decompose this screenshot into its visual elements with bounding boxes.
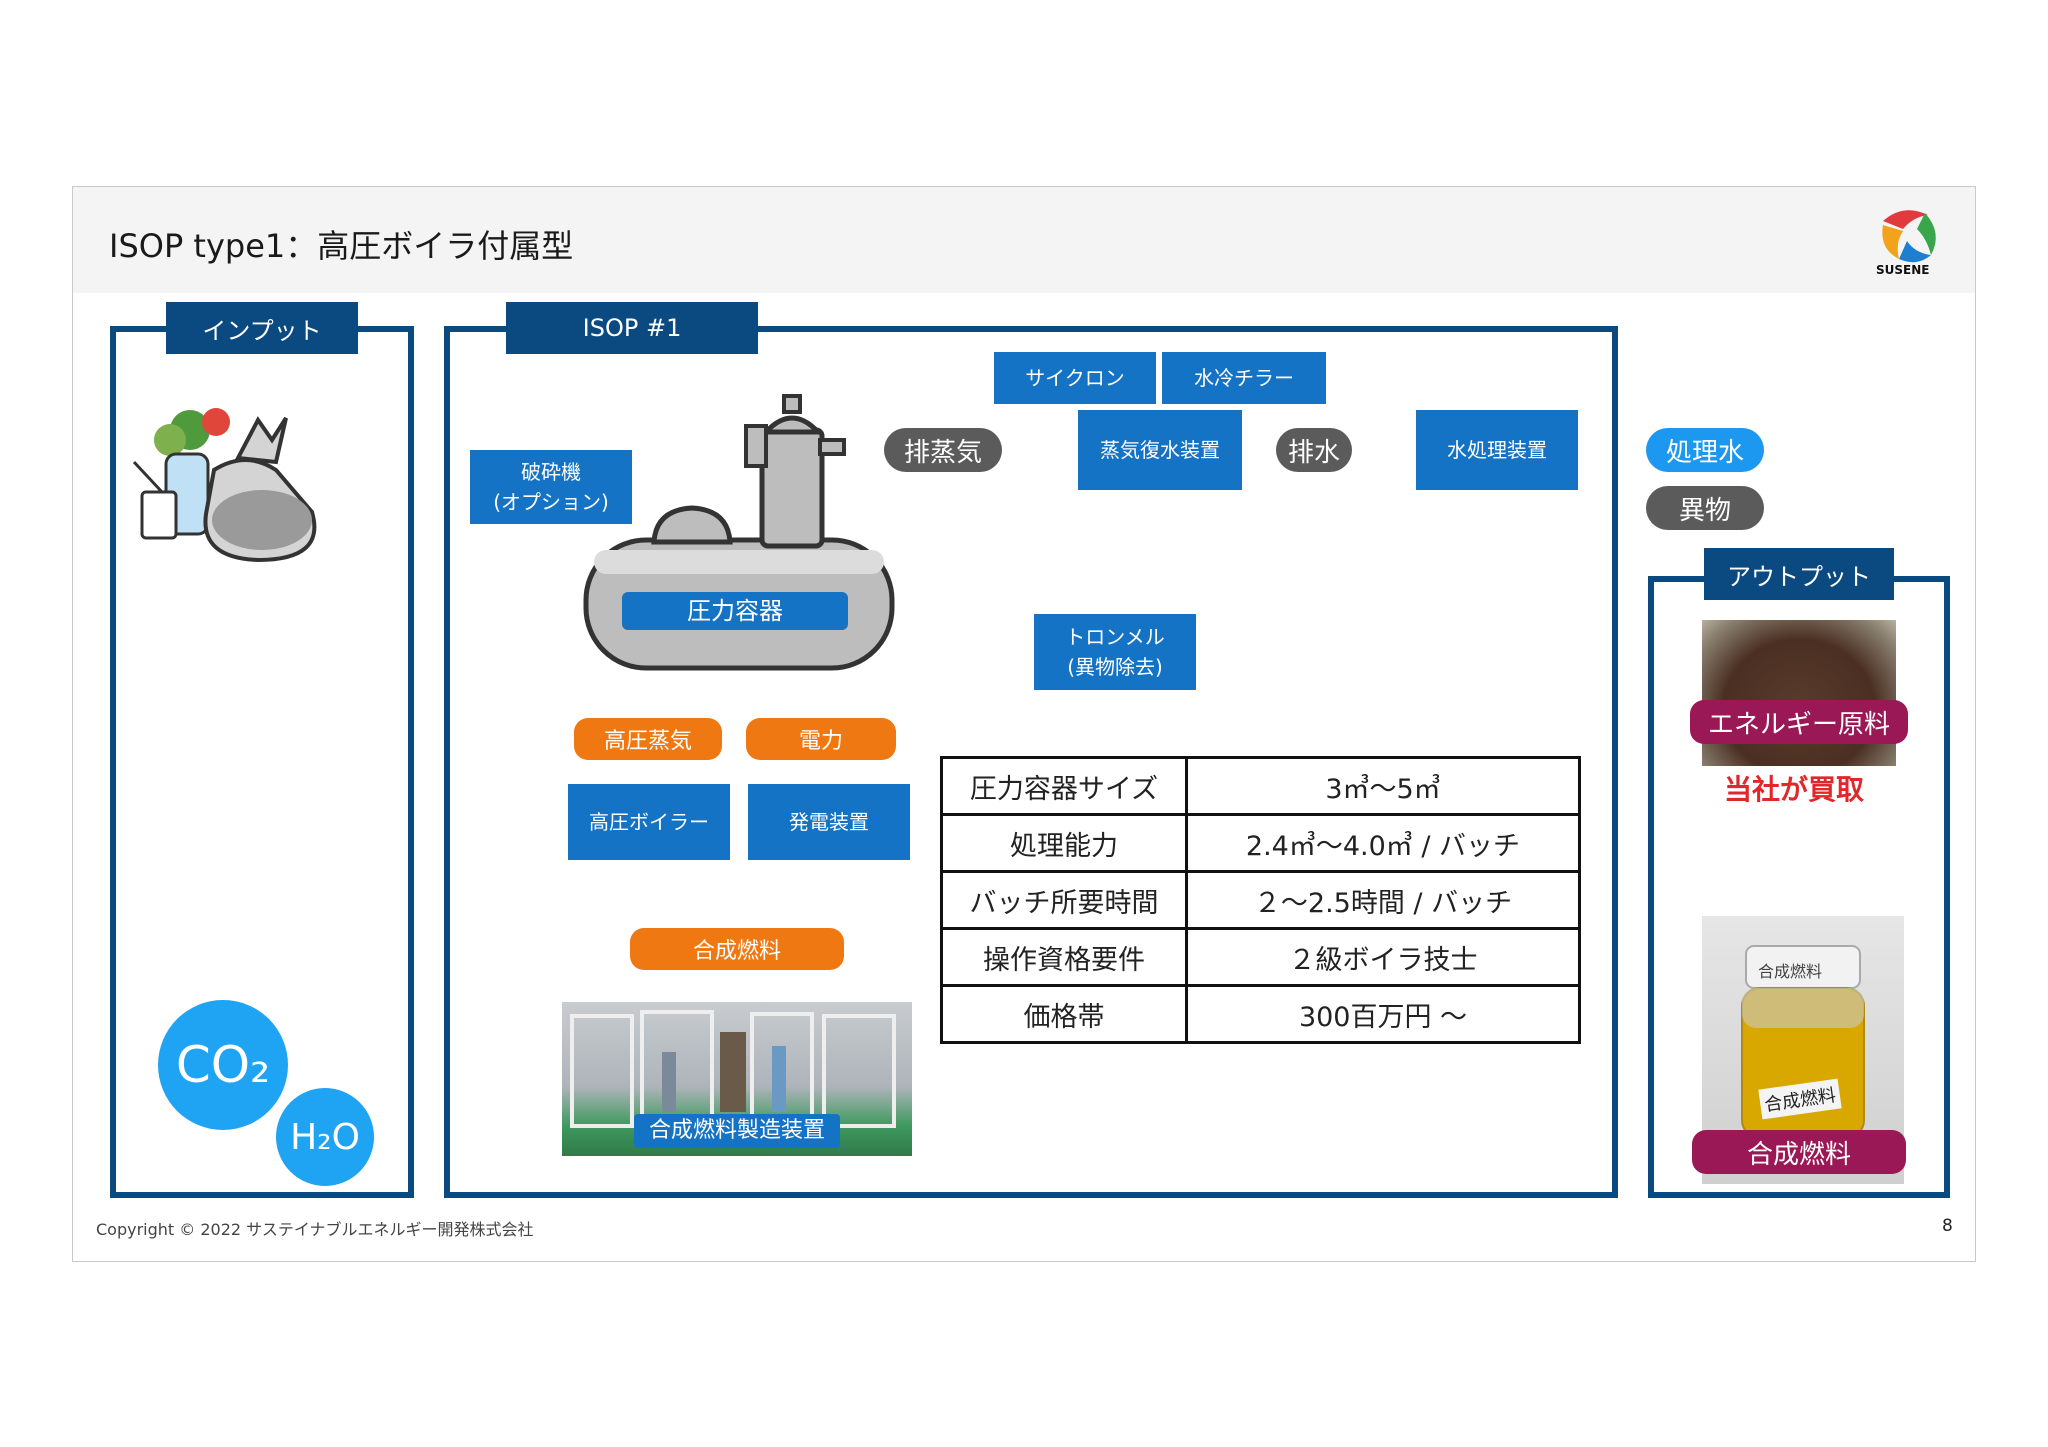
synthetic-fuel-output-pill: 合成燃料 — [1692, 1130, 1906, 1174]
electric-power-pill: 電力 — [746, 718, 896, 760]
crusher-box: 破砕機 (オプション) — [470, 450, 632, 524]
waste-bag-icon — [132, 408, 317, 562]
water-treatment-box: 水処理装置 — [1416, 410, 1578, 490]
company-buys-note: 当社が買取 — [1724, 773, 1865, 806]
spec-key: 操作資格要件 — [940, 927, 1188, 987]
spec-key: バッチ所要時間 — [940, 870, 1188, 930]
header-bar — [73, 187, 1975, 293]
jar-label-top: 合成燃料 — [1758, 962, 1823, 981]
spec-key: 価格帯 — [940, 984, 1188, 1044]
hp-boiler-box: 高圧ボイラー — [568, 784, 730, 860]
trommel-subtitle-label: (異物除去) — [1067, 655, 1163, 679]
cyclone-box: サイクロン — [994, 352, 1156, 404]
treated-water-pill: 処理水 — [1646, 428, 1764, 472]
trommel-box: トロンメル (異物除去) — [1034, 614, 1196, 690]
synfuel-plant-photo: 合成燃料製造装置 — [562, 1002, 912, 1156]
company-logo-icon — [1882, 210, 1936, 263]
energy-feedstock-pill: エネルギー原料 — [1690, 700, 1908, 744]
hp-steam-pill: 高圧蒸気 — [574, 718, 722, 760]
generator-box: 発電装置 — [748, 784, 910, 860]
isop-section-frame — [444, 326, 1618, 1198]
spec-value: 2.4㎥〜4.0㎥ / バッチ — [1185, 813, 1581, 873]
h2o-label: H₂O — [290, 1116, 360, 1158]
isop-section-tab: ISOP #1 — [506, 302, 758, 354]
page-title: ISOP type1：高圧ボイラ付属型 — [109, 227, 574, 265]
spec-key: 圧力容器サイズ — [940, 756, 1188, 816]
steam-condenser-box: 蒸気復水装置 — [1078, 410, 1242, 490]
crusher-label: 破砕機 — [521, 460, 581, 484]
spec-value: 300百万円 〜 — [1185, 984, 1581, 1044]
foreign-matter-pill: 異物 — [1646, 486, 1764, 530]
co2-label: CO₂ — [175, 1036, 271, 1094]
synfuel-plant-label: 合成燃料製造装置 — [634, 1114, 840, 1148]
pressure-vessel-label: 圧力容器 — [622, 592, 848, 630]
trommel-label: トロンメル — [1065, 625, 1165, 649]
energy-feedstock-photo — [1702, 620, 1896, 766]
page-number: 8 — [1942, 1216, 1953, 1236]
copyright-footer: Copyright © 2022 サステイナブルエネルギー開発株式会社 — [96, 1220, 534, 1239]
plant-frame-icon — [570, 1010, 896, 1128]
input-section-tab: インプット — [166, 302, 358, 354]
water-chiller-box: 水冷チラー — [1162, 352, 1326, 404]
logo-wordmark: SUSENE — [1876, 263, 1930, 277]
output-section-tab: アウトプット — [1704, 548, 1894, 600]
co2-circle: CO₂ — [158, 1000, 288, 1130]
spec-value: ２級ボイラ技士 — [1185, 927, 1581, 987]
spec-key: 処理能力 — [940, 813, 1188, 873]
synthetic-fuel-pill: 合成燃料 — [630, 928, 844, 970]
spec-value: ２〜2.5時間 / バッチ — [1185, 870, 1581, 930]
h2o-circle: H₂O — [272, 1084, 378, 1190]
exhaust-steam-pill: 排蒸気 — [884, 428, 1002, 472]
spec-value: 3㎥〜5㎥ — [1185, 756, 1581, 816]
crusher-option-label: (オプション) — [493, 490, 609, 514]
drainage-pill: 排水 — [1276, 428, 1352, 472]
pressure-vessel-icon — [583, 394, 895, 671]
